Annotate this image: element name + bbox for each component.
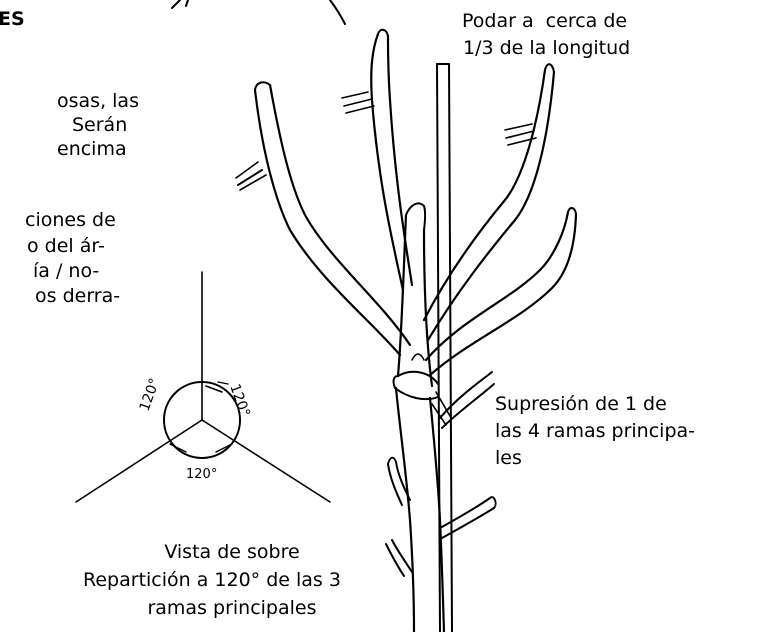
middle-left-branch [342,30,412,290]
far-right-branch [426,208,576,375]
removed-branch-stub [432,372,494,428]
left-branch [236,82,410,355]
right-branch [424,64,554,340]
angle-label-right: 120° [226,382,253,419]
angle-label-left: 120° [137,376,164,413]
support-stake [437,64,452,632]
upper-branch-fragments [172,0,345,24]
angle-label-bottom: 120° [186,467,217,482]
